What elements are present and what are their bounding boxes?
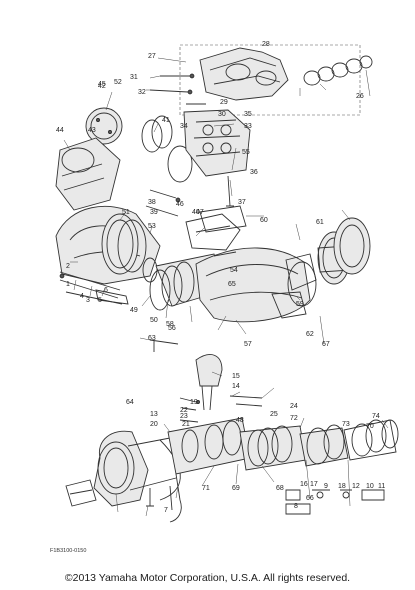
callout-label: 47 (196, 209, 204, 216)
callout-label: 18 (338, 483, 346, 490)
callout-label: 67 (322, 341, 330, 348)
exhaust-manifold-group (149, 44, 373, 116)
callout-label: 17 (310, 481, 318, 488)
callout-label: 33 (244, 123, 252, 130)
callout-label: 11 (378, 483, 385, 490)
callout-label: 3 (86, 297, 90, 304)
callout-label: 6 (104, 287, 108, 294)
callout-label: 7 (164, 507, 168, 514)
callout-label: 13 (150, 411, 158, 418)
exhaust-pipe-group (65, 417, 399, 523)
callout-label: 30 (218, 111, 226, 118)
callout-labels: 1 2 3 4 5 6 7 8 9 10 11 12 13 14 15 16 1… (56, 41, 385, 514)
callout-label: 72 (290, 415, 298, 422)
callout-label: 37 (238, 199, 246, 206)
leader-lines (63, 57, 389, 517)
callout-label: 50 (150, 317, 158, 324)
callout-label: 73 (342, 421, 350, 428)
callout-label: 32 (138, 89, 146, 96)
callout-label: 8 (294, 503, 298, 510)
callout-label: 41 (162, 117, 170, 124)
callout-label: 69 (232, 485, 240, 492)
callout-label: 51 (122, 209, 130, 216)
callout-label: 26 (356, 93, 364, 100)
manifold-gasket-rings (303, 55, 373, 86)
callout-label: 14 (232, 383, 240, 390)
manifold-bolts (149, 73, 206, 105)
callout-label: 56 (168, 325, 176, 332)
muffler-body-group (55, 205, 241, 285)
callout-label: 15 (232, 373, 240, 380)
callout-label: 46 (176, 201, 184, 208)
callout-label: 12 (352, 483, 360, 490)
exploded-parts-diagram: 1 2 3 4 5 6 7 8 9 10 11 12 13 14 15 16 1… (55, 41, 399, 523)
callout-label: 54 (230, 267, 238, 274)
callout-label: 36 (250, 169, 258, 176)
callout-label: 25 (270, 411, 278, 418)
callout-label: 52 (114, 79, 122, 86)
callout-label: 23 (180, 413, 188, 420)
callout-label: 48 (236, 417, 244, 424)
exhaust-chamber-group (55, 107, 251, 217)
callout-label: 65 (228, 281, 236, 288)
callout-label: 34 (180, 123, 188, 130)
callout-label: 45 (98, 81, 106, 88)
callout-label: 70 (366, 423, 374, 430)
callout-label: 63 (148, 335, 156, 342)
callout-label: 2 (66, 263, 70, 270)
callout-label: 49 (130, 307, 138, 314)
callout-label: 28 (262, 41, 270, 48)
callout-label: 29 (220, 99, 228, 106)
callout-label: 68 (276, 485, 284, 492)
drawing-code: F1B3100-0150 (50, 548, 87, 554)
callout-label: 27 (148, 53, 156, 60)
callout-label: 66 (306, 495, 314, 502)
exhaust-hose-group (59, 247, 317, 323)
callout-label: 10 (366, 483, 374, 490)
callout-label: 44 (56, 127, 64, 134)
callout-label: 60 (260, 217, 268, 224)
callout-label: 57 (244, 341, 252, 348)
callout-label: 40 (192, 209, 200, 216)
callout-label: 1 (66, 281, 70, 288)
callout-label: 59 (296, 301, 304, 308)
chamber-gasket-plates (141, 115, 193, 183)
mid-connector-group (149, 339, 263, 423)
callout-label: 39 (150, 209, 158, 216)
callout-label: 19 (190, 399, 198, 406)
callout-label: 61 (316, 219, 324, 226)
callout-label: 55 (242, 149, 250, 156)
rubber-joint-group (199, 205, 371, 319)
callout-label: 35 (244, 111, 252, 118)
callout-label: 16 (300, 481, 308, 488)
callout-label: 43 (88, 127, 96, 134)
callout-label: 74 (372, 413, 380, 420)
callout-label: 38 (148, 199, 156, 206)
callout-label: 22 (180, 407, 188, 414)
callout-label: 53 (148, 223, 156, 230)
callout-label: 31 (130, 74, 138, 81)
callout-label: 20 (150, 421, 158, 428)
callout-label: 64 (126, 399, 134, 406)
callout-label: 4 (80, 293, 84, 300)
copyright-notice: ©2013 Yamaha Motor Corporation, U.S.A. A… (64, 572, 351, 584)
callout-label: 21 (182, 421, 190, 428)
callout-label: 9 (324, 483, 328, 490)
callout-label: 24 (290, 403, 298, 410)
callout-label: 58 (166, 321, 174, 328)
callout-label: 42 (98, 83, 106, 90)
callout-label: 5 (98, 297, 102, 304)
callout-label: 62 (306, 331, 314, 338)
callout-label: 71 (202, 485, 210, 492)
